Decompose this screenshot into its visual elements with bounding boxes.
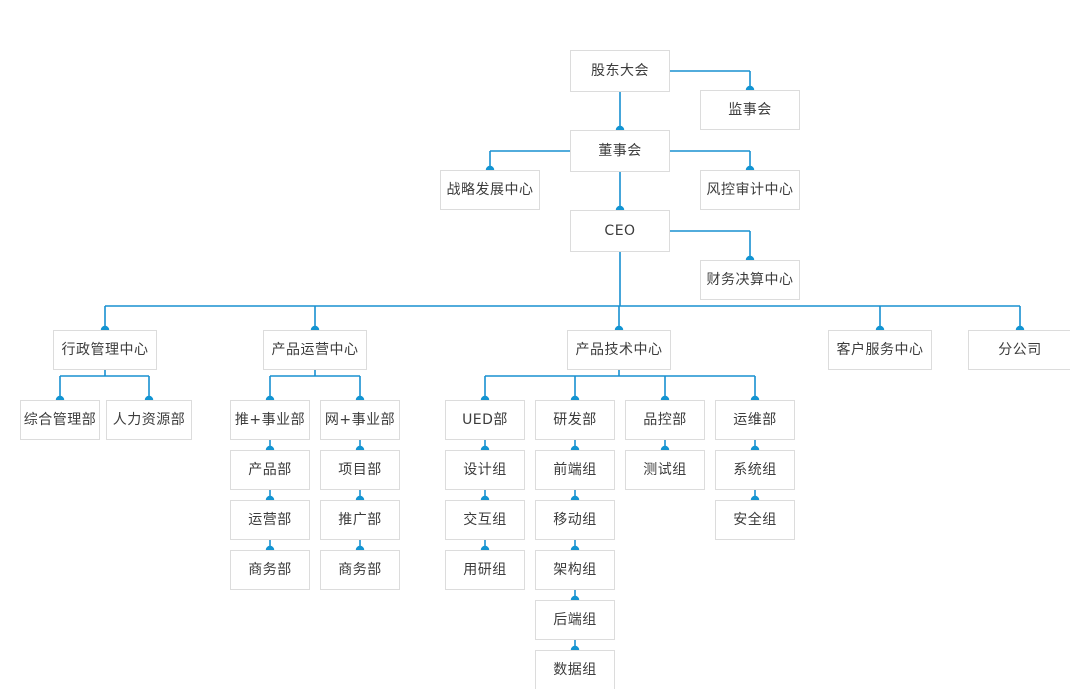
org-node-label: 商务部 <box>248 562 292 578</box>
org-node-designgroup[interactable]: 设计组 <box>445 450 525 490</box>
org-node-label: 行政管理中心 <box>61 342 149 358</box>
org-node-label: 用研组 <box>463 562 507 578</box>
org-node-label: 监事会 <box>728 102 772 118</box>
org-node-business1[interactable]: 商务部 <box>230 550 310 590</box>
org-node-finance[interactable]: 财务决算中心 <box>700 260 800 300</box>
org-node-label: 综合管理部 <box>23 412 97 428</box>
org-node-prodops[interactable]: 产品运营中心 <box>263 330 367 370</box>
org-node-promotion[interactable]: 推广部 <box>320 500 400 540</box>
org-node-label: 架构组 <box>553 562 597 578</box>
org-node-label: 推+事业部 <box>234 412 306 428</box>
org-node-label: 项目部 <box>338 462 382 478</box>
org-node-generalmgmt[interactable]: 综合管理部 <box>20 400 100 440</box>
org-node-frontend[interactable]: 前端组 <box>535 450 615 490</box>
org-node-label: 运营部 <box>248 512 292 528</box>
org-node-label: 商务部 <box>338 562 382 578</box>
org-node-label: 董事会 <box>598 143 642 159</box>
org-node-datagroup[interactable]: 数据组 <box>535 650 615 689</box>
org-node-admin[interactable]: 行政管理中心 <box>53 330 157 370</box>
org-node-ued[interactable]: UED部 <box>445 400 525 440</box>
org-node-rnd[interactable]: 研发部 <box>535 400 615 440</box>
org-node-label: 数据组 <box>553 662 597 678</box>
org-node-qa[interactable]: 品控部 <box>625 400 705 440</box>
org-node-label: 系统组 <box>733 462 777 478</box>
org-node-shareholders[interactable]: 股东大会 <box>570 50 670 92</box>
org-node-label: 交互组 <box>463 512 507 528</box>
org-node-interaction[interactable]: 交互组 <box>445 500 525 540</box>
org-node-ceo[interactable]: CEO <box>570 210 670 252</box>
org-node-architecture[interactable]: 架构组 <box>535 550 615 590</box>
org-node-hr[interactable]: 人力资源部 <box>106 400 192 440</box>
org-node-prodtech[interactable]: 产品技术中心 <box>567 330 671 370</box>
org-node-label: 网+事业部 <box>324 412 396 428</box>
org-node-label: 人力资源部 <box>112 412 186 428</box>
org-node-label: 设计组 <box>463 462 507 478</box>
org-node-operation[interactable]: 运营部 <box>230 500 310 540</box>
org-node-label: CEO <box>604 223 636 239</box>
org-node-label: 股东大会 <box>591 63 649 79</box>
org-node-label: UED部 <box>462 412 508 428</box>
org-node-product[interactable]: 产品部 <box>230 450 310 490</box>
org-node-label: 后端组 <box>553 612 597 628</box>
org-node-label: 移动组 <box>553 512 597 528</box>
org-node-tuiplus[interactable]: 推+事业部 <box>230 400 310 440</box>
org-node-label: 产品运营中心 <box>271 342 359 358</box>
org-node-label: 客户服务中心 <box>836 342 924 358</box>
org-node-testgroup[interactable]: 测试组 <box>625 450 705 490</box>
org-node-business2[interactable]: 商务部 <box>320 550 400 590</box>
org-node-label: 品控部 <box>643 412 687 428</box>
org-node-devops[interactable]: 运维部 <box>715 400 795 440</box>
org-node-label: 推广部 <box>338 512 382 528</box>
org-node-label: 战略发展中心 <box>446 182 534 198</box>
org-node-branch[interactable]: 分公司 <box>968 330 1070 370</box>
org-node-supervisors[interactable]: 监事会 <box>700 90 800 130</box>
org-node-label: 测试组 <box>643 462 687 478</box>
org-node-mobile[interactable]: 移动组 <box>535 500 615 540</box>
org-node-securitygroup[interactable]: 安全组 <box>715 500 795 540</box>
org-node-label: 产品部 <box>248 462 292 478</box>
org-node-userresearch[interactable]: 用研组 <box>445 550 525 590</box>
org-node-label: 运维部 <box>733 412 777 428</box>
org-node-customer[interactable]: 客户服务中心 <box>828 330 932 370</box>
org-node-strategy[interactable]: 战略发展中心 <box>440 170 540 210</box>
org-node-label: 分公司 <box>998 342 1042 358</box>
org-node-label: 前端组 <box>553 462 597 478</box>
org-node-projectdept[interactable]: 项目部 <box>320 450 400 490</box>
org-node-label: 产品技术中心 <box>575 342 663 358</box>
org-node-systemgroup[interactable]: 系统组 <box>715 450 795 490</box>
org-node-riskaudit[interactable]: 风控审计中心 <box>700 170 800 210</box>
org-node-label: 财务决算中心 <box>706 272 794 288</box>
org-node-wangplus[interactable]: 网+事业部 <box>320 400 400 440</box>
org-node-label: 研发部 <box>553 412 597 428</box>
org-node-backend[interactable]: 后端组 <box>535 600 615 640</box>
org-node-label: 风控审计中心 <box>706 182 794 198</box>
org-node-board[interactable]: 董事会 <box>570 130 670 172</box>
org-node-label: 安全组 <box>733 512 777 528</box>
